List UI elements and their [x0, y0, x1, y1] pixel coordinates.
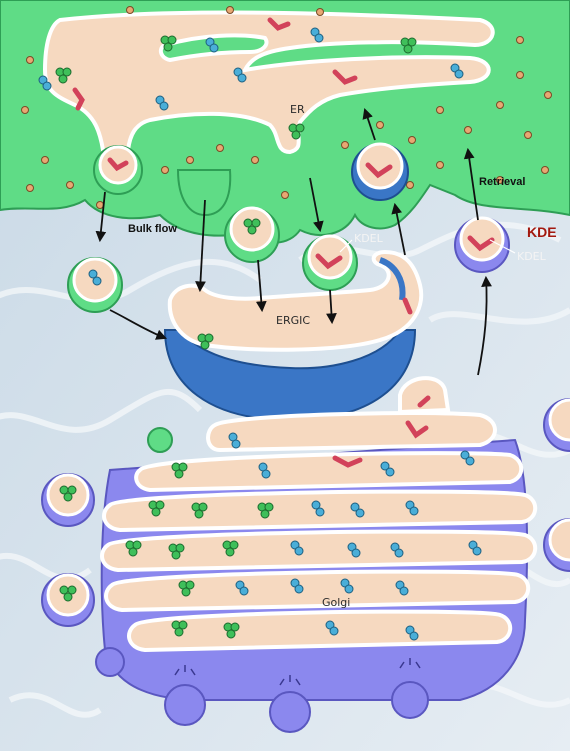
vesicle-kdel-center — [303, 236, 357, 290]
vesicle-bulk-left — [68, 258, 122, 312]
kdel-label-center: KDEL — [354, 232, 384, 245]
golgi-label: Golgi — [322, 596, 350, 609]
kdel-label-right: KDEL — [517, 250, 547, 263]
er-label: ER — [290, 103, 305, 116]
vesicle-center — [225, 208, 279, 262]
vesicle-budding-er — [94, 146, 142, 194]
bulk-flow-label: Bulk flow — [128, 223, 177, 235]
vesicle-retrieval-er — [352, 144, 408, 200]
ergic-label: ERGIC — [276, 314, 310, 327]
kde-label: KDE — [527, 224, 557, 240]
retrieval-label: Retrieval — [479, 176, 525, 188]
golgi-bleb — [148, 428, 172, 452]
